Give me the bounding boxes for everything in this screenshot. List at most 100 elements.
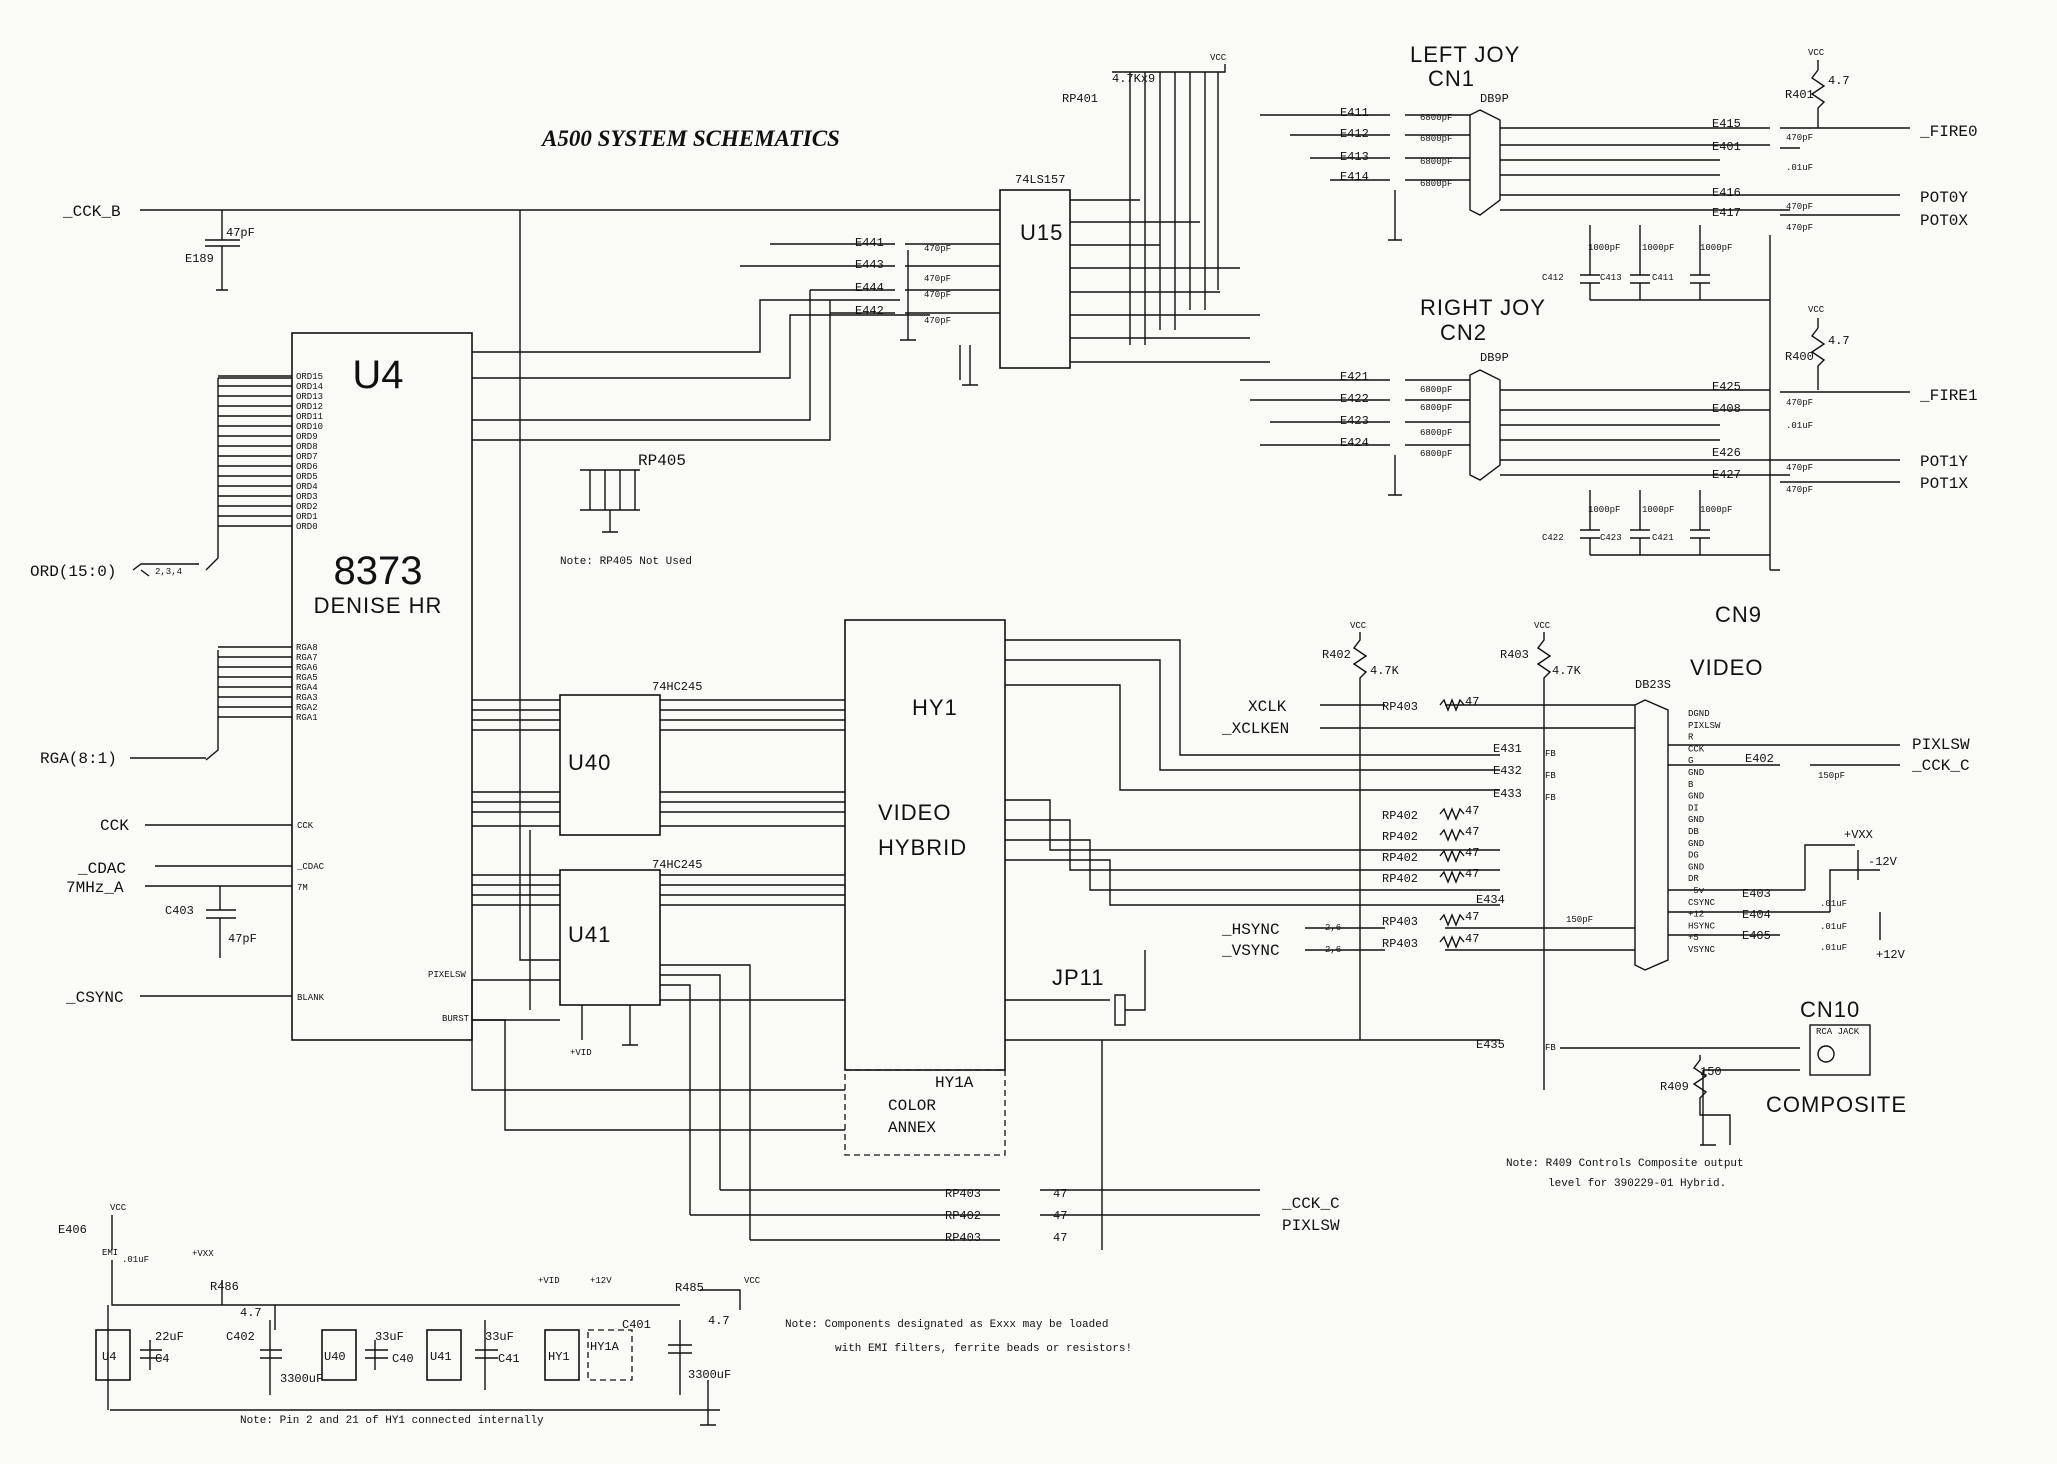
rp402d-ref: RP402 xyxy=(1382,872,1418,886)
db23-pin-label: GND xyxy=(1688,768,1704,778)
m7-wire xyxy=(145,885,292,958)
net-xclk: XCLK xyxy=(1248,698,1287,716)
net-cck-b: _CCK_B xyxy=(62,203,121,221)
u4-mux-wires xyxy=(472,290,961,441)
u4-pin-ord: ORD2 xyxy=(296,502,318,512)
db23-pin-label: R xyxy=(1688,733,1694,743)
net-cck-c-right: _CCK_C xyxy=(1911,757,1970,775)
e405-val: .01uF xyxy=(1820,943,1847,953)
u4-pin-ord: ORD13 xyxy=(296,392,323,402)
e401-ref: E401 xyxy=(1712,140,1741,154)
hy1-video-hybrid: HY1 VIDEO HYBRID xyxy=(844,619,1006,1071)
net-csync: _CSYNC xyxy=(65,989,124,1007)
r409-body xyxy=(1692,1055,1731,1145)
buffer-ctrl-wires xyxy=(519,210,638,1046)
e406-val: .01uF xyxy=(122,1255,149,1265)
u4-pin-rga: RGA3 xyxy=(296,693,318,703)
rp403b-ref: RP403 xyxy=(1382,915,1418,929)
hy1-ref: HY1 xyxy=(912,695,958,720)
jp11-ref: JP11 xyxy=(1052,965,1105,990)
u41-buffer-chip: 74HC245 U41 +VID xyxy=(559,858,702,1058)
u4-desc: DENISE HR xyxy=(314,593,443,618)
r403-val: 4.7K xyxy=(1552,664,1582,678)
cn9-ref: CN9 xyxy=(1715,602,1762,627)
cck-b-wire xyxy=(140,209,1000,291)
net-hsync: _HSYNC xyxy=(1221,921,1280,939)
rp403a-ref: RP403 xyxy=(1382,700,1418,714)
cn1-right-wires xyxy=(1500,127,1790,211)
e416-val: 470pF xyxy=(1786,202,1813,212)
e415-ref: E415 xyxy=(1712,117,1741,131)
e403-val: .01uF xyxy=(1820,899,1847,909)
net-fire1: _FIRE1 xyxy=(1919,387,1978,405)
db23-pin-label: -5v xyxy=(1688,886,1705,896)
e432-ref: E432 xyxy=(1493,764,1522,778)
c41-ref: C41 xyxy=(498,1352,520,1366)
db23-pin-label: CCK xyxy=(1688,744,1705,754)
e431-fb: FB xyxy=(1545,749,1556,759)
u15-part: 74LS157 xyxy=(1015,173,1065,187)
cn9-clock-wires xyxy=(1305,704,1635,951)
r400-vcc: VCC xyxy=(1808,305,1825,315)
db23-pin-label: GND xyxy=(1688,862,1704,872)
e435-ref: E435 xyxy=(1476,1038,1505,1052)
u41-ref: U41 xyxy=(568,922,611,947)
e435-fb: FB xyxy=(1545,1043,1556,1053)
net-xclken: _XCLKEN xyxy=(1221,720,1289,738)
c421-val: 1000pF xyxy=(1700,505,1732,515)
e423-ref: E423 xyxy=(1340,414,1369,428)
cn2-type: DB9P xyxy=(1480,351,1509,365)
vxx-bottom: +VXX xyxy=(192,1249,214,1259)
e427-val: 470pF xyxy=(1786,485,1813,495)
jp11-jumper xyxy=(1101,950,1146,1250)
e427-ref: E427 xyxy=(1712,468,1741,482)
cn9-series-resistors: RP403 47 RP402 47 RP402 47 RP402 47 RP40… xyxy=(1382,695,1479,951)
u4-pin-ord: ORD5 xyxy=(296,472,318,482)
u15-emi-group: E441 E443 E444 E442 470pF 470pF 470pF 47… xyxy=(740,236,1000,386)
e431-ref: E431 xyxy=(1493,742,1522,756)
ord-bus-sheets: 2,3,4 xyxy=(155,567,182,577)
cn2-ref: CN2 xyxy=(1440,320,1487,345)
db23-pin-label: PIXLSW xyxy=(1688,721,1721,731)
c422-ref: C422 xyxy=(1542,533,1564,543)
net-cck: CCK xyxy=(100,817,129,835)
e425-ref: E425 xyxy=(1712,380,1741,394)
joy1-out-wires xyxy=(1769,127,1910,570)
e417-val: 470pF xyxy=(1786,223,1813,233)
e422-ref: E422 xyxy=(1340,392,1369,406)
cn1-left-joystick: LEFT JOY CN1 DB9P E411 E412 E413 E414 68… xyxy=(1260,42,1790,241)
rp401-resistor-pack: RP401 4.7Kx9 VCC xyxy=(1062,53,1227,345)
rp403e-val: 47 xyxy=(1053,1231,1067,1245)
e441-ref: E441 xyxy=(855,236,884,250)
e422-val: 6800pF xyxy=(1420,403,1452,413)
c403-val: 47pF xyxy=(228,932,257,946)
u4-pin-ord: ORD8 xyxy=(296,442,318,452)
power-decoupling: VCC E406 .01uF EMI +VXX R486 4.7 +VID +1… xyxy=(58,1203,761,1426)
c423-val: 1000pF xyxy=(1642,505,1674,515)
r402-body xyxy=(1352,632,1368,1040)
decoupling-caps xyxy=(140,1320,692,1395)
e426-ref: E426 xyxy=(1712,446,1741,460)
r485-val: 4.7 xyxy=(708,1314,730,1328)
c401-val: 3300uF xyxy=(688,1368,731,1382)
u4-to-buffers xyxy=(472,699,560,1021)
u40-part: 74HC245 xyxy=(652,680,702,694)
u4-pin-burst: BURST xyxy=(442,1014,470,1024)
cn2-right-joystick: RIGHT JOY CN2 DB9P E421 E422 E423 E424 6… xyxy=(1240,295,1790,496)
e421-ref: E421 xyxy=(1340,370,1369,384)
rga-bus-line xyxy=(205,650,219,761)
rp402e-val: 47 xyxy=(1053,1209,1067,1223)
e442-val: 470pF xyxy=(924,316,951,326)
u4-pin-ord: ORD11 xyxy=(296,412,323,422)
e441-val: 470pF xyxy=(924,244,951,254)
e443-ref: E443 xyxy=(855,258,884,272)
rp405-note: Note: RP405 Not Used xyxy=(560,556,692,568)
c401-ref: C401 xyxy=(622,1318,651,1332)
db23-pin-labels: DGNDPIXLSWRCCKGGNDBGNDDIGNDDBGNDDGGNDDR-… xyxy=(1688,709,1721,955)
r402-val: 4.7K xyxy=(1370,664,1400,678)
net-vsync: _VSYNC xyxy=(1221,942,1280,960)
c402-ref: C402 xyxy=(226,1330,255,1344)
r409-val: 150 xyxy=(1700,1065,1722,1079)
rga-bus-label: RGA(8:1) xyxy=(40,750,117,768)
ord-pin-group: ORD15ORD14ORD13ORD12ORD11ORD10ORD9ORD8OR… xyxy=(218,372,323,532)
